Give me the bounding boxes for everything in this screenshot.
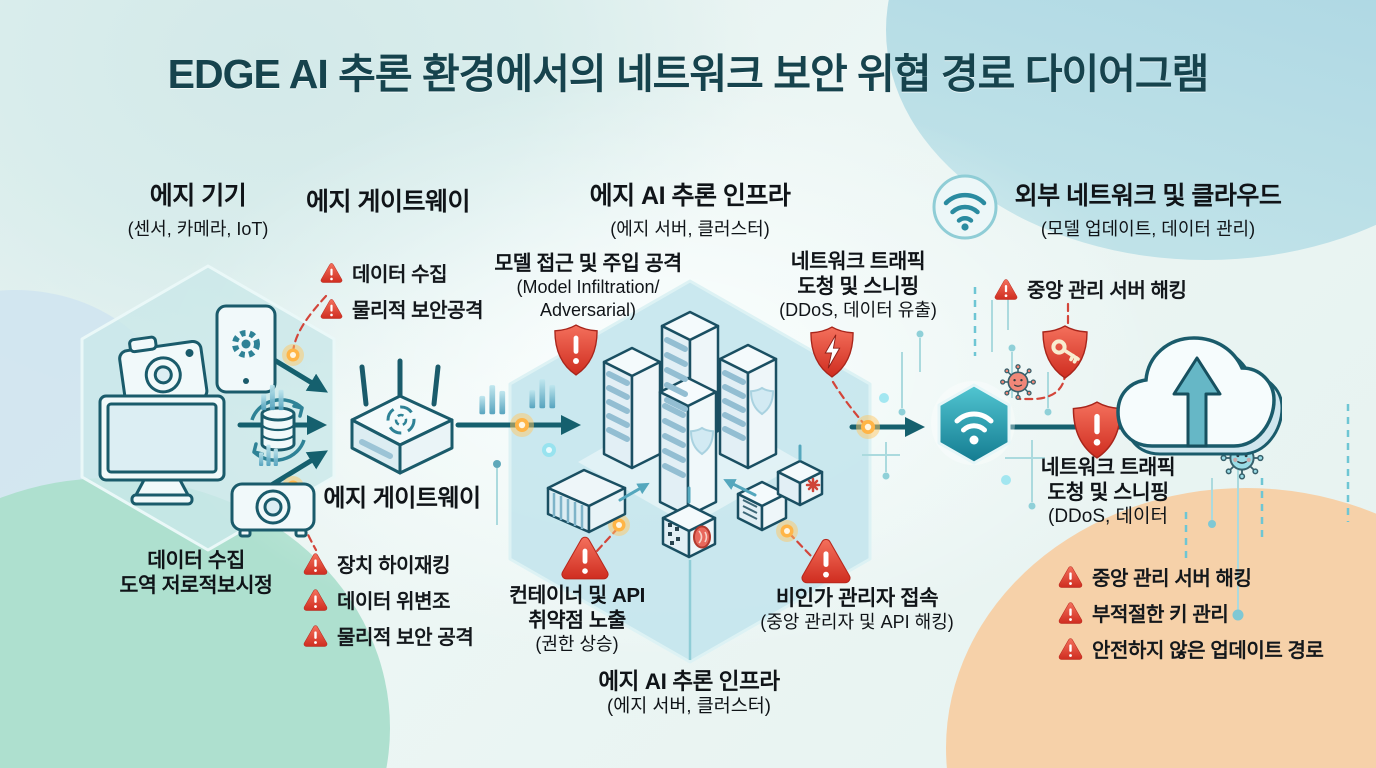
threat-item: 안전하지 않은 업데이트 경로 bbox=[1058, 634, 1324, 663]
gateway-caption: 에지 게이트웨이 bbox=[323, 485, 481, 512]
column-header-edge-devices: 에지 기기 (센서, 카메라, IoT) bbox=[128, 176, 269, 241]
edge-gateway-router-icon bbox=[350, 358, 454, 475]
threat-list-gateway-bottom: 장치 하이재킹 데이터 위변조 물리적 보안 공격 bbox=[303, 549, 474, 650]
column-title: 에지 기기 bbox=[149, 182, 247, 210]
warning-icon bbox=[320, 262, 343, 283]
projector-icon bbox=[230, 482, 316, 538]
threat-traffic-sniffing-right: 네트워크 트래픽 도청 및 스니핑 (DDoS, 데이터 bbox=[1041, 455, 1176, 528]
column-title: 에지 게이트웨이 bbox=[306, 188, 470, 216]
warning-icon bbox=[303, 624, 328, 647]
threat-label: 중앙 관리 서버 해킹 bbox=[1027, 280, 1187, 302]
threat-list-gateway-top: 데이터 수집 물리적 보안공격 bbox=[320, 258, 484, 323]
warning-icon bbox=[320, 298, 343, 319]
warning-icon bbox=[994, 278, 1018, 300]
threat-line: 네트워크 트래픽 bbox=[1040, 456, 1176, 479]
wifi-circle-icon bbox=[932, 174, 998, 240]
monitor-icon bbox=[98, 394, 226, 506]
threat-line: 비인가 관리자 접속 bbox=[775, 587, 939, 610]
threat-central-server-hack-top: 중앙 관리 서버 해킹 bbox=[994, 274, 1187, 303]
page-title: EDGE AI 추론 환경에서의 네트워크 보안 위협 경로 다이어그램 bbox=[167, 51, 1210, 97]
threat-label: 데이터 수집 bbox=[352, 264, 448, 286]
warning-triangle-icon bbox=[560, 534, 610, 580]
infra-bottom-caption: 에지 AI 추론 인프라 (에지 서버, 클러스터) bbox=[598, 669, 780, 717]
signal-bars-icon bbox=[260, 380, 286, 412]
column-header-external-cloud: 외부 네트워크 및 클라우드 (모델 업데이트, 데이터 관리) bbox=[1015, 176, 1282, 241]
column-subtitle: (모델 업데이트, 데이터 관리) bbox=[1040, 219, 1256, 239]
threat-line: 네트워크 트래픽 bbox=[790, 250, 926, 273]
threat-item: 물리적 보안공격 bbox=[320, 294, 484, 323]
threat-line: (DDoS, 데이터 유출) bbox=[779, 300, 937, 320]
warning-triangle-icon bbox=[800, 536, 852, 584]
threat-line: Adversarial) bbox=[539, 300, 637, 320]
wifi-hexagon-icon bbox=[937, 383, 1011, 465]
threat-label: 부적절한 키 관리 bbox=[1092, 604, 1229, 626]
threat-line: 컨테이너 및 API bbox=[509, 584, 645, 607]
threat-list-cloud-bottom: 중앙 관리 서버 해킹 부적절한 키 관리 안전하지 않은 업데이트 경로 bbox=[1058, 562, 1324, 663]
upload-arrow bbox=[1172, 356, 1222, 448]
threat-line: (Model Infiltration/ bbox=[516, 277, 660, 297]
warning-icon bbox=[303, 588, 328, 611]
threat-item: 데이터 수집 bbox=[320, 258, 483, 287]
threat-label: 안전하지 않은 업데이트 경로 bbox=[1092, 640, 1324, 662]
threat-item: 중앙 관리 서버 해킹 bbox=[1058, 562, 1323, 591]
threat-model-attack: 모델 접근 및 주입 공격 (Model Infiltration/ Adver… bbox=[494, 251, 682, 322]
server-tower bbox=[602, 346, 662, 470]
threat-unauthorized-admin: 비인가 관리자 접속 (중앙 관리자 및 API 해킹) bbox=[760, 586, 953, 634]
warning-icon bbox=[1058, 601, 1083, 624]
column-title: 외부 네트워크 및 클라우드 bbox=[1014, 182, 1282, 210]
caption-line: 도역 저로적보시정 bbox=[119, 574, 273, 597]
shield-lightning-icon bbox=[809, 325, 855, 379]
threat-item: 물리적 보안 공격 bbox=[303, 621, 474, 650]
threat-line: 취약점 노출 bbox=[528, 609, 626, 632]
threat-line: (DDoS, 데이터 bbox=[1047, 506, 1169, 527]
signal-bars-icon bbox=[478, 378, 508, 418]
threat-line: 도청 및 스니핑 bbox=[1047, 481, 1169, 504]
column-subtitle: (센서, 카메라, IoT) bbox=[127, 219, 269, 239]
threat-label: 물리적 보안 공격 bbox=[337, 627, 474, 649]
caption-line: (에지 서버, 클러스터) bbox=[607, 695, 771, 716]
threat-line: (권한 상승) bbox=[535, 634, 619, 654]
threat-item: 장치 하이재킹 bbox=[303, 549, 473, 578]
warning-icon bbox=[1058, 565, 1083, 588]
signal-bars-icon bbox=[258, 440, 280, 468]
shield-key-icon bbox=[1041, 324, 1089, 380]
column-subtitle: (에지 서버, 클러스터) bbox=[610, 219, 770, 239]
shield-exclamation-icon bbox=[553, 323, 599, 377]
warning-icon bbox=[1058, 637, 1083, 660]
column-title: 에지 AI 추론 인프라 bbox=[589, 182, 791, 210]
threat-label: 물리적 보안공격 bbox=[352, 300, 484, 322]
column-header-edge-gateway: 에지 게이트웨이 bbox=[306, 182, 470, 218]
threat-traffic-sniffing-top: 네트워크 트래픽 도청 및 스니핑 (DDoS, 데이터 유출) bbox=[779, 249, 937, 322]
warning-icon bbox=[303, 552, 328, 575]
threat-label: 장치 하이재킹 bbox=[337, 555, 451, 577]
device-data-caption: 데이터 수집 도역 저로적보시정 bbox=[120, 548, 273, 598]
edge-device-set-icon bbox=[98, 304, 316, 538]
column-header-edge-ai-infra: 에지 AI 추론 인프라 (에지 서버, 클러스터) bbox=[590, 176, 791, 241]
threat-container-api: 컨테이너 및 API 취약점 노출 (권한 상승) bbox=[509, 583, 645, 656]
threat-item: 부적절한 키 관리 bbox=[1058, 598, 1323, 627]
caption-line: 데이터 수집 bbox=[147, 549, 245, 572]
threat-line: (중앙 관리자 및 API 해킹) bbox=[760, 612, 954, 632]
threat-item: 데이터 위변조 bbox=[303, 585, 473, 614]
threat-label: 데이터 위변조 bbox=[337, 591, 451, 613]
container-icon bbox=[546, 468, 627, 534]
caption-line: 에지 AI 추론 인프라 bbox=[598, 669, 780, 694]
threat-line: 모델 접근 및 주입 공격 bbox=[494, 252, 682, 275]
threat-line: 도청 및 스니핑 bbox=[797, 275, 919, 298]
threat-label: 중앙 관리 서버 해킹 bbox=[1092, 568, 1252, 590]
